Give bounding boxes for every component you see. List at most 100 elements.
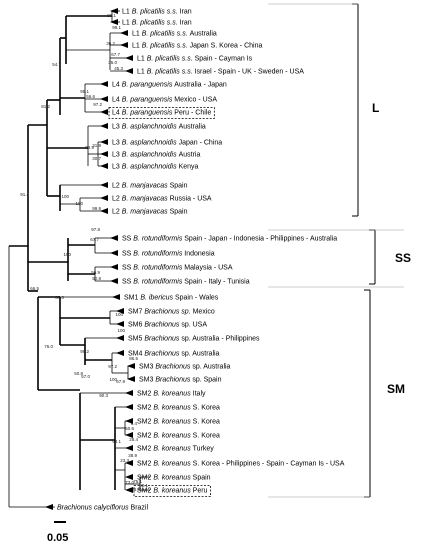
bootstrap-value: 6.4	[131, 421, 138, 426]
tree-leaf: SM3 Brachionus sp. Spain	[127, 376, 222, 384]
leaf-clade-code: L1	[137, 69, 147, 76]
leaf-clade-code: SM6	[128, 322, 144, 329]
leaf-clade-code: L1	[137, 56, 147, 63]
leaf-clade-code: L2	[112, 209, 122, 216]
tree-leaf: L1 B. plicatilis s.s. Australia	[120, 30, 217, 38]
bootstrap-value: 100	[75, 201, 83, 206]
clade-triangle-icon	[125, 487, 133, 493]
leaf-clade-code: SM2	[137, 488, 153, 495]
leaf-species: B. paranguensis	[122, 82, 175, 89]
tree-leaf: L3 B. asplanchnoidis Kenya	[100, 163, 199, 171]
tree-leaf: L2 B. manjavacas Spain	[100, 182, 188, 190]
clade-triangle-icon	[125, 55, 133, 61]
leaf-label: SM2 B. koreanus Spain	[137, 475, 211, 482]
leaf-label: L1 B. plicatilis s.s. Israel - Spain - U…	[137, 69, 304, 76]
bootstrap-value: 75.1	[133, 479, 142, 484]
leaf-location: Japan S. Korea - China	[190, 43, 263, 50]
leaf-clade-code: L1	[122, 20, 132, 27]
leaf-species: Brachionus	[144, 336, 181, 343]
bootstrap-value: 99.1	[112, 25, 121, 30]
tree-leaf: L4 B. paranguensis Australia - Japan	[100, 81, 227, 89]
highlight-box	[108, 107, 215, 119]
leaf-label: SM2 B. koreanus S. Korea	[137, 419, 220, 426]
leaf-location: sp. Australia - Philippines	[181, 336, 260, 343]
clade-triangle-icon	[100, 123, 108, 129]
leaf-clade-code: L4	[112, 82, 122, 89]
leaf-clade-code: SM2	[137, 405, 153, 412]
clade-triangle-icon	[110, 8, 118, 14]
clade-label: SS	[395, 251, 411, 265]
bootstrap-value: 23.3	[120, 458, 129, 463]
leaf-species: B. koreanus	[153, 488, 192, 495]
clade-triangle-icon	[100, 139, 108, 145]
leaf-location: Spain - Italy - Tunisia	[184, 279, 249, 286]
leaf-species: B. koreanus	[153, 433, 192, 440]
clade-triangle-icon	[127, 376, 135, 382]
leaf-species: Brachionus	[155, 364, 192, 371]
leaf-species: Brachionus calyciflorus	[57, 505, 131, 512]
leaf-location: Austria	[179, 152, 201, 159]
clade-triangle-icon	[125, 418, 133, 424]
leaf-label: Brachionus calyciflorus Brazil	[57, 505, 148, 512]
leaf-species: B. asplanchnoidis	[122, 152, 179, 159]
bootstrap-value: 50.8	[92, 276, 101, 281]
leaf-clade-code: SM2	[137, 446, 153, 453]
clade-triangle-icon	[100, 81, 108, 87]
leaf-label: L4 B. paranguensis Australia - Japan	[112, 82, 227, 89]
tree-leaf: L2 B. manjavacas Russia - USA	[100, 195, 212, 203]
clade-triangle-icon	[45, 504, 53, 510]
leaf-clade-code: SM2	[137, 433, 153, 440]
leaf-location: Kenya	[179, 164, 199, 171]
bootstrap-value: 50.6	[125, 426, 134, 431]
leaf-species: B. plicatilis s.s.	[147, 69, 195, 76]
leaf-location: Spain - Cayman Is	[195, 56, 253, 63]
clade-triangle-icon	[110, 19, 118, 25]
leaf-clade-code: SM5	[128, 336, 144, 343]
leaf-species: B. koreanus	[153, 405, 192, 412]
leaf-label: L1 B. plicatilis s.s. Australia	[132, 31, 217, 38]
clade-triangle-icon	[125, 432, 133, 438]
leaf-species: B. plicatilis s.s.	[142, 31, 190, 38]
leaf-location: Japan - China	[179, 140, 223, 147]
leaf-label: SM6 Brachionus sp. USA	[128, 322, 207, 329]
tree-leaf: L2 B. manjavacas Spain	[100, 208, 188, 216]
leaf-clade-code: L3	[112, 164, 122, 171]
tree-leaf: SM6 Brachionus sp. USA	[116, 321, 207, 329]
leaf-label: L3 B. asplanchnoidis Australia	[112, 124, 206, 131]
leaf-label: SM2 B. koreanus S. Korea	[137, 433, 220, 440]
leaf-label: L2 B. manjavacas Spain	[112, 183, 188, 190]
bootstrap-value: 67.7	[90, 237, 99, 242]
bootstrap-value: 99.1	[80, 89, 89, 94]
bootstrap-value: 99.2	[80, 349, 89, 354]
clade-triangle-icon	[116, 321, 124, 327]
leaf-label: SM7 Brachionus sp. Mexico	[128, 309, 215, 316]
leaf-location: Peru - Chile	[174, 110, 211, 117]
leaf-clade-code: L2	[112, 183, 122, 190]
leaf-location: Spain	[193, 475, 211, 482]
leaf-location: Spain - Japan - Indonesia - Philippines …	[184, 236, 337, 243]
bootstrap-value: 100	[117, 328, 125, 333]
leaf-label: SS B. rotundiformis Spain - Italy - Tuni…	[122, 279, 250, 286]
leaf-location: S. Korea	[193, 405, 220, 412]
leaf-label: SM5 Brachionus sp. Australia - Philippin…	[128, 336, 260, 343]
leaf-label: L1 B. plicatilis s.s. Iran	[122, 9, 192, 16]
leaf-label: L4 B. paranguensis Peru - Chile	[112, 110, 211, 117]
clade-triangle-icon	[100, 208, 108, 214]
clade-triangle-icon	[110, 235, 118, 241]
leaf-label: L2 B. manjavacas Russia - USA	[112, 196, 212, 203]
clade-bracket-l: L	[352, 3, 379, 217]
leaf-location: Australia - Japan	[174, 82, 227, 89]
leaf-label: SS B. rotundiformis Malaysia - USA	[122, 265, 233, 272]
leaf-clade-code: SS	[122, 236, 133, 243]
clade-triangle-icon	[100, 96, 108, 102]
leaf-location: Iran	[180, 9, 192, 16]
highlight-box	[133, 485, 211, 497]
clade-triangle-icon	[125, 390, 133, 396]
bootstrap-value: 73.0	[125, 480, 134, 485]
leaf-species: B. plicatilis s.s.	[147, 56, 195, 63]
leaf-location: sp. Australia	[181, 351, 219, 358]
leaf-location: Brazil	[131, 505, 149, 512]
leaf-label: SM4 Brachionus sp. Australia	[128, 351, 220, 358]
